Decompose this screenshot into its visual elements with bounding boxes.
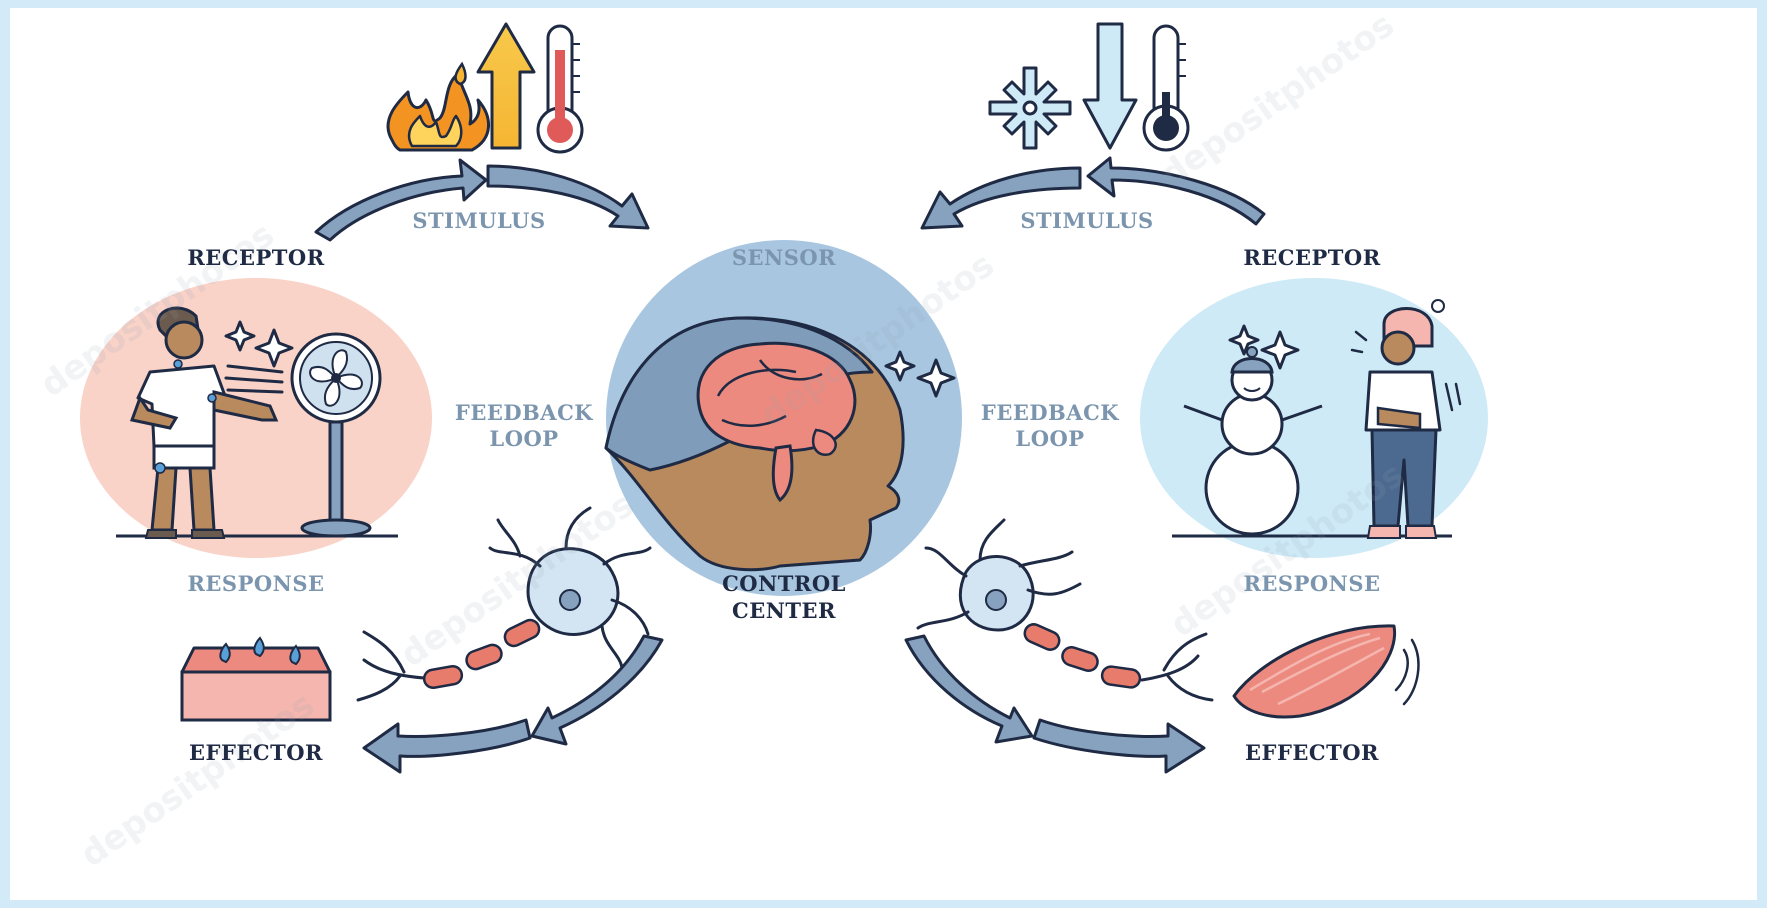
neuron-icon bbox=[916, 518, 1214, 702]
feedback-label-left: FEEDBACK bbox=[454, 400, 594, 425]
stimulus-arrow-right-down bbox=[920, 166, 1082, 230]
stimulus-arrow-right-up bbox=[1086, 156, 1266, 226]
hot-thermometer-icon bbox=[536, 24, 584, 154]
down-arrow-icon bbox=[1082, 22, 1138, 150]
brain-head-scene bbox=[604, 240, 962, 596]
receptor-label-right: RECEPTOR bbox=[1243, 245, 1381, 270]
response-label-left: RESPONSE bbox=[187, 571, 325, 596]
fan-icon bbox=[290, 332, 382, 538]
up-arrow-icon bbox=[476, 22, 536, 150]
receptor-label-left: RECEPTOR bbox=[187, 245, 325, 270]
loop-label-left: LOOP bbox=[489, 426, 559, 451]
effector-arrow-left-2 bbox=[362, 718, 532, 774]
stimulus-label-right: STIMULUS bbox=[1020, 208, 1154, 233]
cold-person-icon bbox=[1350, 299, 1462, 539]
fire-icon bbox=[386, 61, 490, 152]
effector-arrow-left-1 bbox=[530, 634, 664, 746]
stimulus-arrow-left-up bbox=[314, 158, 488, 242]
stimulus-label-left: STIMULUS bbox=[412, 208, 546, 233]
sparkle-icon bbox=[884, 350, 956, 398]
center-label: CENTER bbox=[731, 598, 836, 623]
stimulus-arrow-left-down bbox=[486, 164, 650, 230]
response-label-right: RESPONSE bbox=[1243, 571, 1381, 596]
skin-tissue-icon bbox=[180, 636, 332, 722]
sparkle-icon bbox=[224, 320, 294, 368]
loop-label-right: LOOP bbox=[1015, 426, 1085, 451]
control-label: CONTROL bbox=[722, 571, 846, 596]
air-flow-lines bbox=[224, 364, 284, 394]
snowflake-icon bbox=[988, 66, 1072, 150]
cold-person-snowman-scene bbox=[1140, 278, 1488, 558]
sparkle-icon bbox=[1228, 324, 1300, 370]
effector-arrow-right-1 bbox=[904, 634, 1034, 744]
feedback-label-right: FEEDBACK bbox=[980, 400, 1120, 425]
sensor-label: SENSOR bbox=[731, 245, 837, 270]
effector-label-left: EFFECTOR bbox=[189, 740, 323, 765]
neuron-icon bbox=[356, 506, 652, 702]
effector-arrow-right-2 bbox=[1032, 718, 1206, 774]
brain-icon bbox=[696, 341, 857, 503]
effector-label-right: EFFECTOR bbox=[1245, 740, 1379, 765]
hot-person-fan-scene bbox=[80, 278, 432, 558]
hot-person-icon bbox=[129, 306, 279, 539]
snowman-icon bbox=[1183, 346, 1323, 536]
muscle-icon bbox=[1232, 624, 1420, 719]
cold-thermometer-icon bbox=[1142, 24, 1190, 152]
